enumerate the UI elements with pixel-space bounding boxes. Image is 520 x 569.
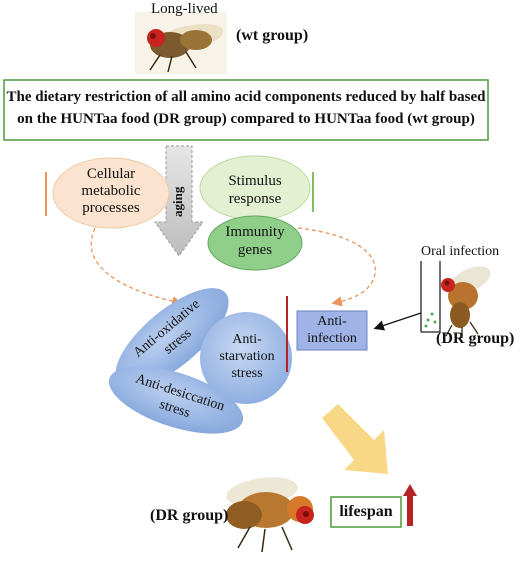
- statement-box: [3, 79, 489, 141]
- anti-starvation-line-2: starvation: [219, 349, 275, 364]
- stimulus-label: Stimulus response: [210, 172, 300, 208]
- lifespan-big-arrow: [322, 404, 388, 474]
- lifespan-label: lifespan: [339, 503, 393, 520]
- anti-infection-line-1: Anti-: [317, 314, 347, 329]
- dr-group-bottom-label: (DR group): [150, 507, 229, 524]
- aging-arrow: [154, 145, 204, 257]
- wt-group-label: (wt group): [236, 27, 309, 44]
- anti-infection-line-2: infection: [307, 331, 357, 346]
- fly-bottom-icon: [226, 477, 314, 553]
- dr-group-right-label: (DR group): [436, 330, 515, 347]
- cellular-line-1: Cellular: [86, 166, 136, 182]
- stimulus-line-1: Stimulus: [228, 173, 282, 189]
- anti-oxidative-ellipse: [115, 288, 229, 388]
- fly-top-icon: [135, 12, 227, 74]
- infection-arrow: [373, 312, 422, 331]
- statement-line-1: The dietary restriction of all amino aci…: [6, 89, 486, 105]
- long-lived-label: Long-lived: [151, 1, 218, 17]
- stimulus-line-2: response: [228, 191, 282, 207]
- anti-starvation-circle: [200, 312, 292, 404]
- cellular-line-3: processes: [82, 200, 140, 216]
- immunity-line-2: genes: [237, 242, 273, 258]
- lifespan-box: [330, 496, 402, 528]
- fly-right-icon: [441, 266, 491, 338]
- anti-desiccation-ellipse: [108, 366, 244, 434]
- oral-infection-tube: [420, 261, 441, 333]
- statement-text: The dietary restriction of all amino aci…: [6, 86, 486, 130]
- immunity-line-1: Immunity: [225, 224, 285, 240]
- immunity-ellipse: [207, 215, 303, 271]
- cellular-ellipse: [52, 157, 170, 229]
- cellular-line-2: metabolic: [81, 183, 141, 199]
- anti-starvation-label: Anti- starvation stress: [206, 331, 288, 382]
- oral-infection-label: Oral infection: [421, 244, 500, 259]
- anti-infection-label: Anti- infection: [297, 313, 367, 347]
- immunity-to-infection-arrow: [297, 227, 376, 307]
- cellular-label: Cellular metabolic processes: [60, 166, 162, 217]
- statement-line-2: on the HUNTaa food (DR group) compared t…: [17, 111, 475, 127]
- anti-starvation-line-3: stress: [231, 366, 263, 381]
- anti-infection-box: [296, 310, 368, 351]
- immunity-label: Immunity genes: [212, 223, 298, 259]
- aging-label: aging: [170, 186, 185, 218]
- anti-starvation-line-1: Anti-: [232, 332, 262, 347]
- lifespan-up-arrow: [403, 484, 417, 526]
